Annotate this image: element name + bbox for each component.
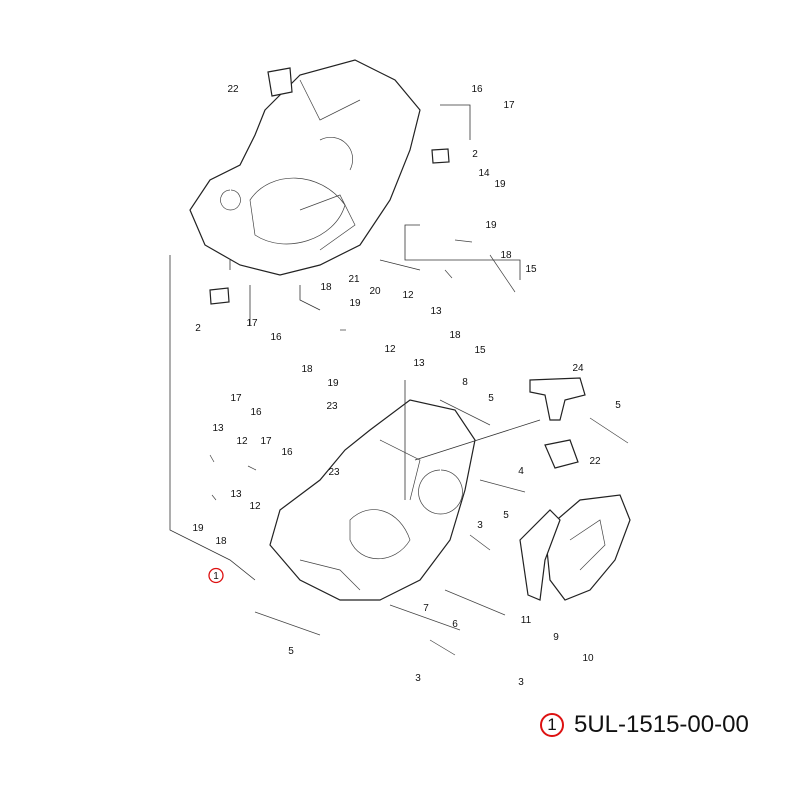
- callout-label: 16: [270, 332, 282, 343]
- callout-label: 1: [213, 571, 219, 582]
- callout-label: 13: [230, 489, 242, 500]
- callout-label: 9: [553, 632, 559, 643]
- callout-label: 18: [301, 364, 313, 375]
- callout-label: 11: [521, 615, 532, 626]
- callout-label: 23: [328, 467, 340, 478]
- callout-label: 19: [494, 179, 506, 190]
- callout-label: 16: [250, 407, 262, 418]
- crankcase-right: [189, 59, 421, 276]
- callout-label: 13: [212, 423, 224, 434]
- callout-label: 12: [249, 501, 261, 512]
- callout-label: 12: [402, 290, 414, 301]
- callout-label: 2: [472, 149, 478, 160]
- callout-label: 4: [518, 466, 524, 477]
- callout-label: 8: [462, 377, 468, 388]
- callout-label: 13: [430, 306, 442, 317]
- callout-label: 19: [485, 220, 497, 231]
- reference-index-circle: 1: [540, 713, 564, 737]
- callout-label: 10: [582, 653, 594, 664]
- callout-label: 3: [477, 520, 483, 531]
- part-reference: 1 5UL-1515-00-00: [540, 711, 749, 739]
- callout-label: 12: [236, 436, 248, 447]
- callout-label: 5: [503, 510, 509, 521]
- callout-label: 19: [349, 298, 361, 309]
- leader-lines: [169, 104, 541, 581]
- callout-label: 5: [488, 393, 494, 404]
- callout-label: 5: [288, 646, 294, 657]
- callout-label: 22: [227, 84, 239, 95]
- reference-index: 1: [547, 715, 557, 734]
- callout-label: 19: [327, 378, 339, 389]
- callout-label: 24: [572, 363, 584, 374]
- callout-label: 17: [503, 100, 515, 111]
- callout-label: 14: [478, 168, 490, 179]
- callout-label: 2: [195, 323, 201, 334]
- callout-label: 12: [384, 344, 396, 355]
- callout-label: 23: [326, 401, 338, 412]
- callout-label: 17: [260, 436, 272, 447]
- callout-label: 3: [415, 673, 421, 684]
- callout-label: 18: [500, 250, 512, 261]
- callout-label: 18: [320, 282, 332, 293]
- callout-label: 5: [615, 400, 621, 411]
- part-number: 5UL-1515-00-00: [574, 711, 749, 738]
- sprocket-cover: [209, 67, 631, 601]
- callout-label: 20: [369, 286, 381, 297]
- callout-label: 16: [281, 447, 293, 458]
- crankcase-left: [269, 399, 476, 601]
- callout-label: 7: [423, 603, 429, 614]
- callout-label: 22: [589, 456, 601, 467]
- callout-label: 16: [471, 84, 483, 95]
- bolts: [209, 239, 629, 656]
- callout-label: 15: [525, 264, 537, 275]
- callout-label: 6: [452, 619, 458, 630]
- callout-highlight-circle: [208, 567, 224, 584]
- callout-label: 17: [230, 393, 242, 404]
- callout-label: 19: [192, 523, 204, 534]
- callout-label: 21: [348, 274, 360, 285]
- callout-label: 15: [474, 345, 486, 356]
- callout-label: 13: [413, 358, 425, 369]
- callout-label: 18: [449, 330, 461, 341]
- callout-label: 18: [215, 536, 227, 547]
- callout-label: 3: [518, 677, 524, 688]
- callout-label: 17: [246, 318, 258, 329]
